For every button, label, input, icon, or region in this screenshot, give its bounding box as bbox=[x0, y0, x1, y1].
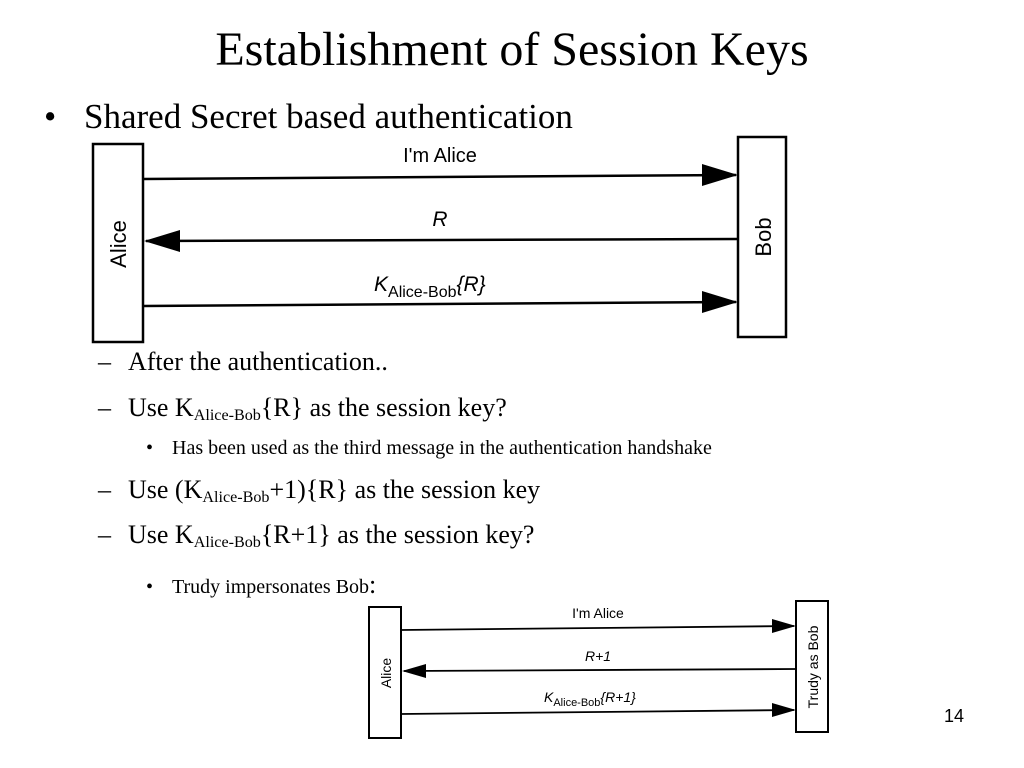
msg3-arrow bbox=[142, 300, 737, 308]
msg1-arrowhead bbox=[702, 164, 738, 186]
bob-label: Bob bbox=[751, 217, 776, 256]
bullet-dot: • bbox=[146, 437, 154, 459]
point-use-k-r: –Use KAlice-Bob{R} as the session key? bbox=[98, 392, 507, 424]
point-use-k-plus-1: –Use (KAlice-Bob+1){R} as the session ke… bbox=[98, 474, 540, 506]
msg3-arrow bbox=[400, 709, 795, 715]
point-use-k-r-post: {R} as the session key? bbox=[260, 393, 507, 422]
msg3-sub: Alice-Bob bbox=[553, 697, 600, 709]
slide-title: Establishment of Session Keys bbox=[215, 23, 809, 76]
point-use-k-r-plus-1: –Use KAlice-Bob{R+1} as the session key? bbox=[98, 519, 534, 551]
alice-label: Alice bbox=[378, 658, 394, 689]
msg3-sub: Alice-Bob bbox=[388, 284, 457, 301]
msg2-label: R+1 bbox=[585, 648, 611, 664]
msg2-arrow bbox=[145, 237, 739, 243]
msg2-arrowhead bbox=[144, 230, 180, 252]
msg1-arrowhead bbox=[772, 619, 796, 633]
point-use-k-plus-1-pre: Use (K bbox=[128, 475, 203, 504]
msg3-tail: {R+1} bbox=[600, 689, 636, 705]
msg2-label: R bbox=[432, 208, 447, 231]
alice-label: Alice bbox=[106, 220, 131, 268]
dash: – bbox=[98, 520, 111, 549]
msg2-arrow bbox=[403, 668, 797, 672]
msg3-label: KAlice-Bob{R+1} bbox=[544, 689, 636, 709]
point-use-k-r-sub: Alice-Bob bbox=[193, 407, 261, 425]
bob-box bbox=[736, 135, 788, 339]
msg1-label: I'm Alice bbox=[403, 145, 477, 167]
msg3-label: KAlice-Bob{R} bbox=[374, 273, 486, 301]
trudy-label: Trudy as Bob bbox=[805, 625, 821, 708]
msg3-k: K bbox=[374, 273, 389, 296]
main-bullet: • Shared Secret based authentication bbox=[44, 96, 573, 138]
bullet-dot: • bbox=[44, 97, 57, 136]
trudy-box bbox=[795, 600, 829, 733]
point-use-k-r-plus-1-post: {R+1} as the session key? bbox=[260, 520, 535, 549]
alice-box bbox=[91, 142, 145, 344]
note-third-message: • Has been used as the third message in t… bbox=[146, 436, 712, 460]
point-use-k-r-pre: Use K bbox=[128, 393, 194, 422]
msg2-arrowhead bbox=[402, 664, 426, 678]
msg1-arrow bbox=[400, 625, 795, 631]
msg3-k: K bbox=[544, 689, 554, 705]
point-after-auth-text: After the authentication.. bbox=[128, 347, 388, 376]
point-use-k-plus-1-sub: Alice-Bob bbox=[202, 489, 270, 507]
note-trudy: • Trudy impersonates Bob: bbox=[146, 570, 377, 599]
auth-diagram-alice-bob: Alice Bob I'm Alice R KAlice-Bob{R} bbox=[91, 135, 788, 344]
msg3-tail: {R} bbox=[457, 273, 486, 296]
msg3-arrowhead bbox=[772, 703, 796, 717]
msg3-arrowhead bbox=[702, 291, 738, 313]
msg1-label: I'm Alice bbox=[572, 605, 624, 621]
point-use-k-r-plus-1-pre: Use K bbox=[128, 520, 194, 549]
point-use-k-r-plus-1-sub: Alice-Bob bbox=[193, 534, 261, 552]
auth-diagram-alice-trudy: Alice Trudy as Bob I'm Alice R+1 KAlice-… bbox=[368, 600, 829, 739]
dash: – bbox=[98, 393, 111, 422]
note-trudy-text: Trudy impersonates Bob bbox=[172, 576, 370, 598]
note-third-message-text: Has been used as the third message in th… bbox=[172, 437, 712, 459]
point-use-k-plus-1-post: +1){R} as the session key bbox=[269, 475, 541, 504]
main-bullet-text: Shared Secret based authentication bbox=[84, 97, 573, 136]
note-trudy-colon: : bbox=[369, 570, 377, 599]
page-number: 14 bbox=[944, 706, 965, 726]
msg1-arrow bbox=[142, 173, 737, 181]
alice-box bbox=[368, 606, 402, 739]
point-after-auth: –After the authentication.. bbox=[98, 346, 388, 378]
bullet-dot: • bbox=[146, 576, 154, 598]
dash: – bbox=[98, 347, 111, 376]
dash: – bbox=[98, 475, 111, 504]
